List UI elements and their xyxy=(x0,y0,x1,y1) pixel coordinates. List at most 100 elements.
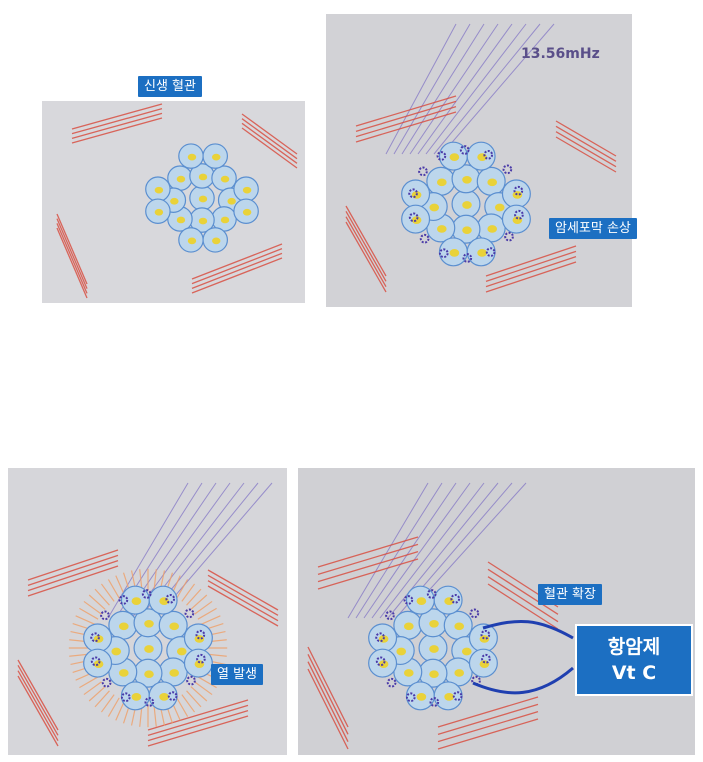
vessel-wall xyxy=(555,131,617,168)
vessel-wall xyxy=(317,543,419,575)
heat-ray xyxy=(153,569,157,591)
panel-angiogenesis xyxy=(42,101,305,303)
heat-ray xyxy=(181,583,196,602)
membrane-damage-mark xyxy=(408,212,419,223)
cell-nucleus xyxy=(169,622,179,631)
membrane-damage-mark xyxy=(419,233,430,244)
cell-nucleus xyxy=(176,216,186,224)
cell-nucleus xyxy=(169,669,179,677)
membrane-damage-mark xyxy=(408,188,418,199)
cell-nucleus xyxy=(159,693,169,701)
blood-vessel-icon xyxy=(437,696,539,750)
wave-line xyxy=(401,23,485,155)
cell-nucleus xyxy=(170,197,179,205)
membrane-damage-mark xyxy=(118,595,129,605)
vessel-wall xyxy=(207,580,279,622)
membrane-damage-mark xyxy=(167,691,178,701)
vessel-wall xyxy=(147,704,249,736)
vessel-wall xyxy=(487,568,559,615)
vessel-wall xyxy=(191,257,283,294)
membrane-damage-mark xyxy=(481,653,491,664)
membrane-damage-mark xyxy=(375,632,385,643)
cell-nucleus xyxy=(462,175,472,184)
vessel-wall xyxy=(27,565,119,597)
membrane-damage-mark xyxy=(120,692,131,703)
heat-ray xyxy=(194,681,213,696)
vessel-wall xyxy=(317,551,419,583)
vessel-wall xyxy=(17,670,59,741)
vessel-wall xyxy=(345,216,387,287)
heat-ray xyxy=(75,615,96,626)
label-vasodilation: 혈관 확장 xyxy=(538,584,602,605)
cell-nucleus xyxy=(454,669,464,677)
membrane-damage-mark xyxy=(459,145,470,155)
cell-nucleus xyxy=(429,203,440,212)
drug-label-box: 항암제 Vt C xyxy=(575,624,693,696)
vessel-wall xyxy=(345,221,387,293)
membrane-damage-mark xyxy=(452,691,463,701)
cell-nucleus xyxy=(429,645,439,653)
heat-ray xyxy=(100,583,115,602)
tumor-cell-cluster-icon xyxy=(401,141,531,267)
cell-nucleus xyxy=(212,237,221,245)
label-angiogenesis: 신생 혈관 xyxy=(138,76,202,97)
tumor-cell-cluster-icon xyxy=(68,568,228,728)
heat-ray xyxy=(88,686,106,702)
wave-line xyxy=(393,23,471,155)
vessel-wall xyxy=(191,243,283,280)
cell-nucleus xyxy=(144,645,154,653)
cell-nucleus xyxy=(198,173,208,181)
wave-line xyxy=(387,482,499,619)
wave-line xyxy=(409,23,499,155)
membrane-damage-mark xyxy=(375,656,386,667)
vessel-wall xyxy=(317,536,419,568)
membrane-damage-mark xyxy=(483,149,494,160)
vessel-wall xyxy=(241,113,298,155)
vessel-wall xyxy=(485,245,577,277)
cell-nucleus xyxy=(198,195,208,203)
cell-nucleus xyxy=(131,693,142,701)
heat-ray xyxy=(115,575,126,596)
cell-nucleus xyxy=(479,635,490,643)
membrane-damage-mark xyxy=(186,675,196,686)
blood-vessel-icon xyxy=(71,103,163,144)
heat-ray xyxy=(94,588,110,606)
vessel-wall xyxy=(71,112,163,139)
rf-wave-icon xyxy=(385,23,555,155)
cell-nucleus xyxy=(220,175,230,183)
membrane-damage-mark xyxy=(141,589,152,599)
wave-line xyxy=(107,482,189,619)
heat-ray xyxy=(194,600,213,615)
wave-line xyxy=(347,482,429,619)
heat-ray xyxy=(107,579,120,599)
cell-nucleus xyxy=(111,647,122,656)
vessel-wall xyxy=(147,715,249,747)
cell-nucleus xyxy=(187,153,197,161)
heat-ray xyxy=(88,594,106,610)
vessel-wall xyxy=(56,227,88,299)
vessel-wall xyxy=(345,211,387,282)
vessel-wall xyxy=(437,718,539,750)
blood-vessel-icon xyxy=(241,113,298,169)
blood-vessel-icon xyxy=(27,549,119,597)
vessel-wall xyxy=(241,118,298,160)
cell-nucleus xyxy=(444,597,454,605)
cell-nucleus xyxy=(462,226,472,235)
cell-nucleus xyxy=(462,201,472,209)
wave-line xyxy=(371,482,471,619)
wave-line xyxy=(385,23,457,155)
vessel-wall xyxy=(487,576,559,623)
vessel-wall xyxy=(437,711,539,743)
vessel-wall xyxy=(555,136,617,173)
heat-ray xyxy=(197,607,217,620)
cell-nucleus xyxy=(449,153,460,161)
wave-line xyxy=(425,23,527,155)
heat-ray xyxy=(190,594,208,610)
cell-nucleus xyxy=(176,647,187,656)
heat-ray xyxy=(186,690,202,708)
vessel-wall xyxy=(17,659,59,731)
wave-line xyxy=(433,23,541,155)
cell-nucleus xyxy=(242,208,252,216)
blood-vessel-icon xyxy=(207,569,279,627)
vessel-wall xyxy=(191,252,283,289)
